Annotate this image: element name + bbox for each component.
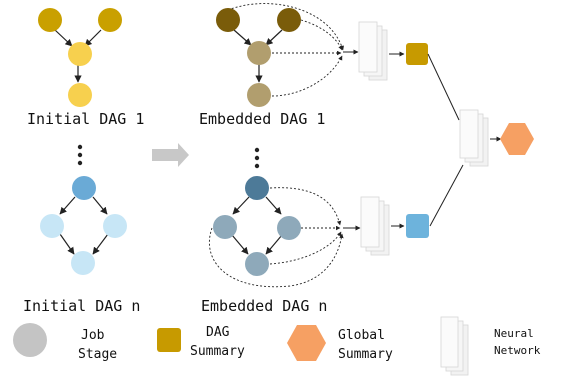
caption-initial-dag-1: Initial DAG 1 xyxy=(27,110,145,128)
embedded-dag-n xyxy=(208,176,344,288)
legend-job-stage-icon xyxy=(13,323,47,357)
embedded-dagn-node-bottom xyxy=(245,252,269,276)
vertical-ellipsis-icon xyxy=(77,144,83,166)
initial-dagn-node-right xyxy=(103,214,127,238)
neural-network-dagn xyxy=(343,196,405,256)
initial-dag1-node-bottom xyxy=(68,83,92,107)
initial-dag1-node-middle xyxy=(68,42,92,66)
dag-summary-1 xyxy=(406,43,428,65)
embedded-dag-1 xyxy=(216,3,344,107)
embedded-dagn-node-left xyxy=(213,215,237,239)
legend-neural-network-icon xyxy=(440,316,469,376)
embedded-dag1-node-middle xyxy=(247,41,271,65)
initial-dag-1 xyxy=(38,8,122,107)
initial-dag-n xyxy=(40,176,127,275)
initial-dag1-node-parent-left xyxy=(38,8,62,32)
dag-summary-n xyxy=(406,214,429,238)
legend-global-summary-label: Global Summary xyxy=(338,328,393,362)
caption-embedded-dag-n: Embedded DAG n xyxy=(201,297,328,315)
embedded-dag1-node-bottom xyxy=(247,83,271,107)
legend-job-stage-label: Job Stage xyxy=(78,328,118,362)
initial-dagn-node-root xyxy=(72,176,96,200)
right-arrow-icon xyxy=(152,143,189,167)
vertical-ellipsis-icon xyxy=(254,147,260,169)
neural-network-dag1 xyxy=(343,21,405,81)
embedded-dag1-node-parent-right xyxy=(277,8,301,32)
legend-neural-network-label: Neural Network xyxy=(494,327,541,357)
initial-dag1-node-parent-right xyxy=(98,8,122,32)
caption-initial-dag-n: Initial DAG n xyxy=(23,297,141,315)
embedded-dagn-node-right xyxy=(277,216,301,240)
legend-global-summary-icon xyxy=(287,325,326,361)
legend xyxy=(13,316,469,376)
neural-network-global xyxy=(459,109,502,167)
initial-dagn-node-bottom xyxy=(71,251,95,275)
legend-dag-summary-icon xyxy=(157,328,181,352)
embedded-dagn-node-root xyxy=(245,176,269,200)
initial-dagn-node-left xyxy=(40,214,64,238)
embedded-dag1-node-parent-left xyxy=(216,8,240,32)
caption-embedded-dag-1: Embedded DAG 1 xyxy=(199,110,326,128)
global-summary-hexagon xyxy=(500,123,534,155)
legend-dag-summary-label: DAG Summary xyxy=(190,325,245,359)
